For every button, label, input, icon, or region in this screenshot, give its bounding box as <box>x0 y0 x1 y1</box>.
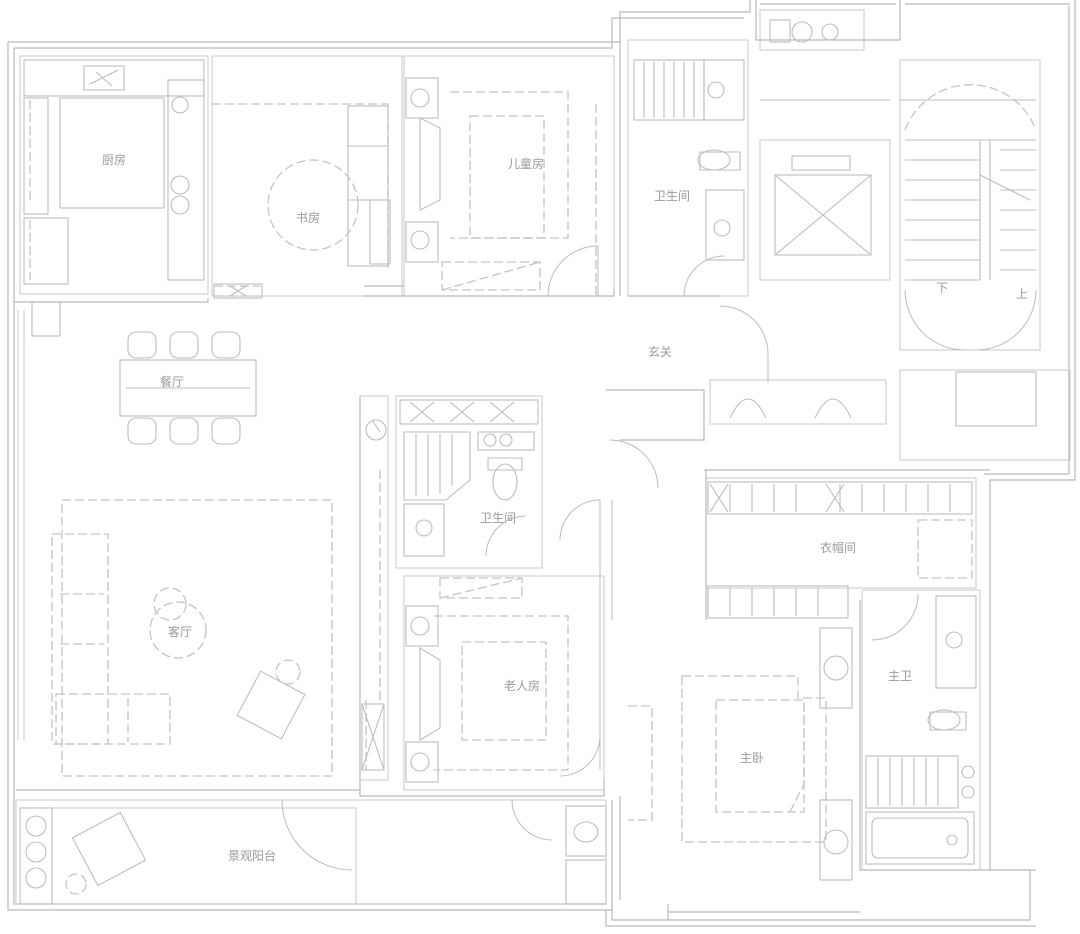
bathroom-mid: 卫生间 <box>359 395 543 781</box>
study: 书房 <box>211 55 403 297</box>
label-dining: 餐厅 <box>160 374 184 389</box>
master-bath: 主卫 <box>861 589 981 871</box>
living-room: 客厅 <box>17 310 333 777</box>
label-walk-in-closet: 衣帽间 <box>820 540 856 555</box>
label-foyer: 玄关 <box>648 344 672 359</box>
label-bathroom-north: 卫生间 <box>654 189 690 203</box>
interior-walls <box>14 40 990 920</box>
label-study: 书房 <box>296 210 320 225</box>
kids-room: 儿童房 <box>403 55 615 297</box>
dining: 餐厅 <box>31 301 257 445</box>
label-master-bath: 主卫 <box>888 669 912 683</box>
label-elder-room: 老人房 <box>504 678 540 693</box>
label-balcony: 景观阳台 <box>228 848 276 863</box>
label-stair-down: 下 <box>936 281 948 295</box>
bathroom-north: 卫生间 <box>627 39 749 297</box>
exterior-walls <box>7 0 1076 927</box>
master-bedroom: 主卧 <box>599 500 853 881</box>
label-stair-up: 上 <box>1016 287 1028 301</box>
building-core: 下 上 <box>709 9 1071 461</box>
label-kids-room: 儿童房 <box>508 156 544 171</box>
label-living-room: 客厅 <box>168 624 192 639</box>
elder-room: 老人房 <box>403 575 605 791</box>
label-bathroom-mid: 卫生间 <box>480 511 516 525</box>
label-master-bedroom: 主卧 <box>740 751 764 765</box>
label-kitchen: 厨房 <box>102 152 126 167</box>
balcony: 景观阳台 <box>15 799 607 905</box>
kitchen: 厨房 <box>19 55 263 299</box>
